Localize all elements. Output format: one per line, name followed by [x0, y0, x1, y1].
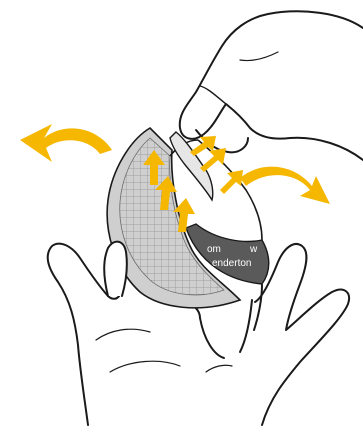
curved-arrow-left [20, 124, 112, 162]
patch-label-line-1: om [207, 244, 221, 255]
peel-arrow [220, 170, 243, 194]
patch-label-line-2: w [249, 244, 258, 255]
peel-arrow [200, 148, 226, 172]
patch-label-line-3: enderton [212, 258, 251, 269]
curved-arrow-right [240, 167, 330, 204]
